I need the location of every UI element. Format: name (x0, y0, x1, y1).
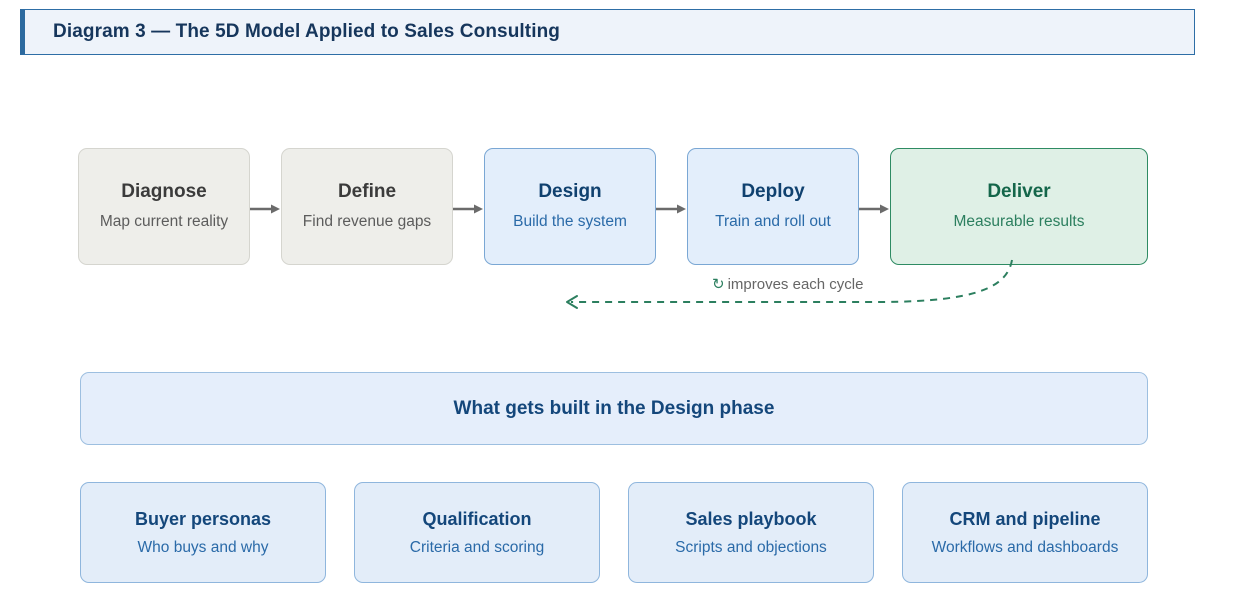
card-title: Buyer personas (134, 508, 272, 529)
flow-node-title: Diagnose (121, 180, 207, 202)
deliverable-card-qualification[interactable]: Qualification Criteria and scoring (354, 482, 600, 583)
card-subtitle: Who buys and why (137, 538, 269, 556)
flow-node-title: Define (337, 180, 397, 202)
card-subtitle: Scripts and objections (675, 538, 827, 556)
flow-node-subtitle: Measurable results (953, 212, 1085, 230)
card-title: CRM and pipeline (949, 508, 1101, 529)
card-subtitle: Workflows and dashboards (931, 538, 1119, 556)
deliverable-card-sales-playbook[interactable]: Sales playbook Scripts and objections (628, 482, 874, 583)
page-title: Diagram 3 — The 5D Model Applied to Sale… (53, 21, 561, 42)
arrow-right-icon (859, 204, 889, 214)
flow-node-subtitle: Train and roll out (715, 212, 831, 230)
flow-node-subtitle: Map current reality (99, 212, 229, 230)
arrow-right-icon (656, 204, 686, 214)
deliverable-card-buyer-personas[interactable]: Buyer personas Who buys and why (80, 482, 326, 583)
diagram-title-bar: Diagram 3 — The 5D Model Applied to Sale… (20, 9, 1195, 55)
arrow-right-icon (250, 204, 280, 214)
flow-node-title: Deploy (741, 180, 805, 202)
flow-node-diagnose[interactable]: Diagnose Map current reality (78, 148, 250, 265)
flow-node-subtitle: Build the system (513, 212, 627, 230)
flow-node-subtitle: Find revenue gaps (302, 212, 432, 230)
card-title: Qualification (422, 508, 532, 529)
flow-node-design[interactable]: Design Build the system (484, 148, 656, 265)
flow-node-title: Design (538, 180, 602, 202)
card-title: Sales playbook (685, 508, 817, 529)
feedback-loop-arrow (566, 259, 1013, 309)
design-phase-banner: What gets built in the Design phase (80, 372, 1148, 445)
deliverable-card-crm-pipeline[interactable]: CRM and pipeline Workflows and dashboard… (902, 482, 1148, 583)
arrow-right-icon (453, 204, 483, 214)
feedback-loop-label: ↻improves each cycle (708, 275, 868, 293)
banner-title: What gets built in the Design phase (453, 397, 775, 419)
card-subtitle: Criteria and scoring (409, 538, 545, 556)
flow-node-deploy[interactable]: Deploy Train and roll out (687, 148, 859, 265)
flow-node-define[interactable]: Define Find revenue gaps (281, 148, 453, 265)
feedback-loop-text: improves each cycle (727, 276, 864, 293)
flow-node-title: Deliver (987, 180, 1051, 202)
five-d-flow: Diagnose Map current reality Define Find… (78, 148, 1148, 265)
flow-node-deliver[interactable]: Deliver Measurable results (890, 148, 1148, 265)
loop-arrow-icon: ↻ (712, 276, 725, 293)
design-deliverables-row: Buyer personas Who buys and why Qualific… (80, 482, 1148, 583)
